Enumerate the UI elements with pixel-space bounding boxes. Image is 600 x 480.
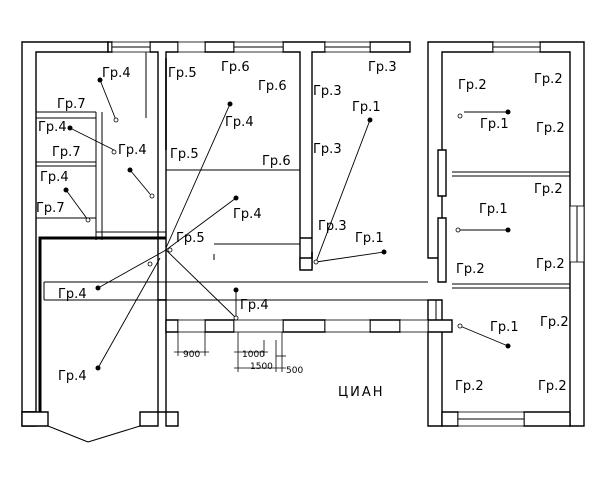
dimension-label: 500	[286, 366, 303, 376]
group-label: Гр.2	[536, 121, 565, 136]
group-label: Гр.2	[534, 72, 563, 87]
group-label: Гр.3	[313, 84, 342, 99]
group-label: Гр.3	[313, 142, 342, 157]
group-label: Гр.1	[355, 231, 384, 246]
group-label: Гр.4	[38, 120, 67, 135]
group-label: Гр.1	[479, 202, 508, 217]
group-labels: Гр.4 Гр.5 Гр.6 Гр.3 Гр.2 Гр.2 Гр.7 Гр.6 …	[36, 60, 569, 394]
group-label: Гр.7	[36, 201, 65, 216]
group-label: Гр.7	[57, 97, 86, 112]
group-label: Гр.4	[118, 143, 147, 158]
group-label: Гр.4	[233, 207, 262, 222]
group-label: Гр.7	[52, 145, 81, 160]
group-label: Гр.5	[168, 66, 197, 81]
dimension-label: 900	[183, 350, 200, 360]
group-label: Гр.1	[352, 100, 381, 115]
group-label: Гр.4	[225, 115, 254, 130]
bay-window	[47, 425, 141, 443]
windows	[111, 41, 585, 427]
group-label: Гр.3	[318, 219, 347, 234]
group-label: Гр.6	[221, 60, 250, 75]
group-label: Гр.4	[40, 170, 69, 185]
dimension-label: 1000	[242, 350, 265, 360]
group-label: Гр.4	[58, 287, 87, 302]
group-label: Гр.4	[240, 298, 269, 313]
dimension-lines	[174, 332, 286, 372]
group-label: Гр.2	[455, 379, 484, 394]
fixtures	[63, 77, 511, 371]
main-cable	[38, 58, 313, 412]
group-label: Гр.6	[262, 154, 291, 169]
group-label: Гр.2	[458, 78, 487, 93]
walls	[21, 41, 585, 427]
group-label: Гр.1	[480, 117, 509, 132]
wiring	[65, 79, 509, 369]
group-label: Гр.2	[534, 182, 563, 197]
group-label: Гр.2	[538, 379, 567, 394]
group-label: Гр.4	[102, 66, 131, 81]
group-label: Гр.5	[170, 147, 199, 162]
group-label: Гр.4	[58, 369, 87, 384]
group-label: Гр.2	[456, 262, 485, 277]
dimension-labels: 900 1000 1500 500	[183, 350, 303, 376]
group-label: Гр.2	[536, 257, 565, 272]
group-label: Гр.5	[176, 231, 205, 246]
dimension-label: 1500	[250, 362, 273, 372]
group-label: Гр.2	[540, 315, 569, 330]
group-label: Гр.6	[258, 79, 287, 94]
group-label: Гр.3	[368, 60, 397, 75]
watermark: ЦИАН	[338, 385, 385, 400]
group-label: Гр.1	[490, 320, 519, 335]
